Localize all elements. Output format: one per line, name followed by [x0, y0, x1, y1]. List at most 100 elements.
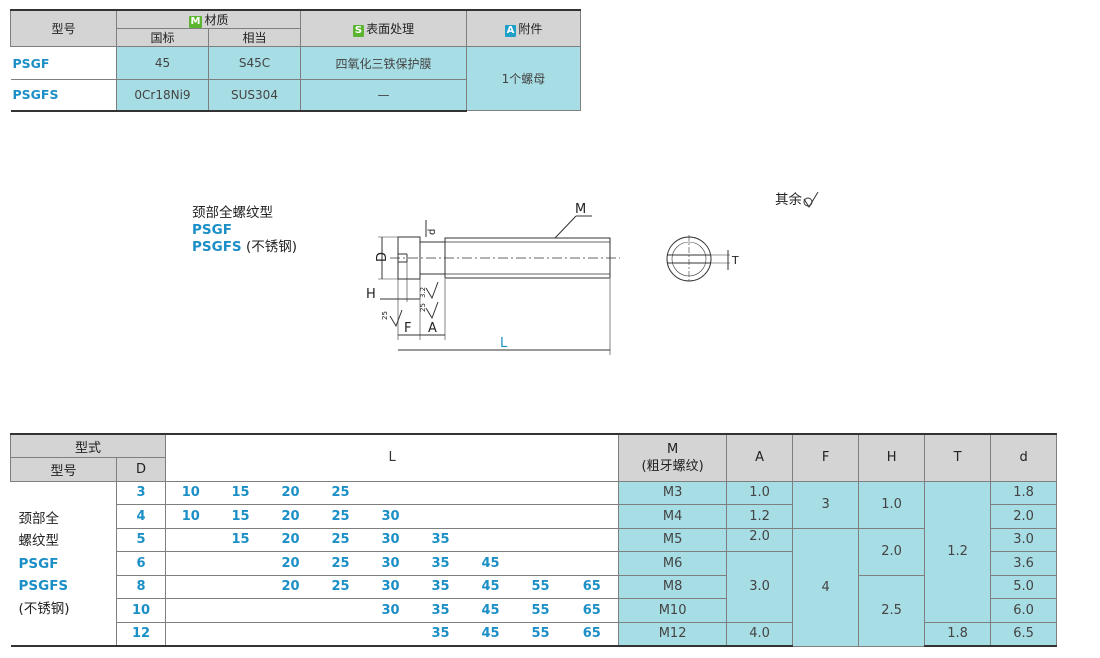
cell-L: 55: [515, 621, 566, 647]
cell-A: 3.0: [726, 551, 794, 623]
cell-L: [315, 598, 366, 623]
cell-L: 55: [515, 598, 566, 623]
cell-L: 20: [265, 551, 316, 576]
cell-L: [265, 621, 316, 647]
cell-L: 25: [315, 480, 366, 505]
header-equivalent: 相当: [208, 28, 301, 47]
cell-L: [465, 527, 516, 552]
cell-d: 3.6: [990, 551, 1058, 576]
cell-D: 5: [115, 527, 167, 552]
cell-d: 6.5: [990, 621, 1058, 647]
cell-D: 10: [115, 598, 167, 623]
header-D: D: [115, 457, 167, 482]
cell-d: 2.0: [990, 504, 1058, 529]
dimension-table: 型式 L M(粗牙螺纹) A F H T d 型号 D 颈部全 螺纹型 PSGF…: [9, 433, 1058, 647]
cell-accessory: 1个螺母: [466, 46, 581, 111]
cell-F: 3: [792, 480, 860, 529]
cell-L: [515, 527, 566, 552]
cell-L: [415, 504, 466, 529]
cell-L: 65: [565, 598, 619, 623]
cell-L: [365, 480, 416, 505]
cell-L: 30: [365, 574, 416, 599]
header-F: F: [792, 433, 860, 482]
label-roughness-25a: 25: [381, 311, 389, 320]
cell-F: 4: [792, 527, 860, 647]
cell-L: 20: [265, 574, 316, 599]
cell-D: 4: [115, 504, 167, 529]
cell-L: [415, 480, 466, 505]
cell-L: 45: [465, 574, 516, 599]
cell-L: 65: [565, 574, 619, 599]
surface-badge-icon: S: [352, 25, 365, 37]
cell-L: [565, 504, 619, 529]
cell-A: 4.0: [726, 621, 794, 647]
cell-L: [465, 504, 516, 529]
header-A: A: [726, 433, 794, 482]
drawing-model-psgfs: PSGFS: [192, 239, 242, 255]
cell-d: 6.0: [990, 598, 1058, 623]
header-H: H: [858, 433, 926, 482]
cell-surface: 四氧化三铁保护膜: [300, 46, 467, 80]
cell-L: [265, 598, 316, 623]
cell-M: M12: [618, 621, 728, 647]
cell-L: [565, 480, 619, 505]
cell-L: 45: [465, 598, 516, 623]
cell-L: [515, 551, 566, 576]
cell-L: 35: [415, 621, 466, 647]
cell-A: 2.0: [726, 527, 794, 552]
cell-H: 2.0: [858, 527, 926, 576]
cell-H: 1.0: [858, 480, 926, 529]
header-L: L: [165, 433, 620, 482]
header-type: 型式: [9, 433, 167, 458]
cell-L: 10: [165, 480, 216, 505]
label-M: M: [575, 202, 586, 217]
cell-L: 25: [315, 551, 366, 576]
cell-L: 55: [515, 574, 566, 599]
cell-L: [165, 598, 216, 623]
cell-L: 25: [315, 504, 366, 529]
label-d: d: [427, 229, 438, 235]
header-model: 型号: [10, 457, 117, 482]
row-model-psgfs: PSGFS: [10, 79, 117, 112]
header-model: 型号: [10, 9, 117, 47]
cell-surface: —: [300, 79, 467, 112]
cell-L: 35: [415, 574, 466, 599]
cell-D: 12: [115, 621, 167, 647]
roughness-note: 其余: [775, 188, 826, 209]
type-name-cell: 颈部全 螺纹型 PSGF PSGFS (不锈钢): [10, 480, 117, 647]
header-M: M(粗牙螺纹): [618, 433, 728, 482]
cell-d: 1.8: [990, 480, 1058, 505]
label-roughness-25b: 25: [419, 303, 427, 312]
cell-M: M4: [618, 504, 728, 529]
label-L: L: [500, 336, 508, 351]
cell-L: 30: [365, 551, 416, 576]
cell-L: 35: [415, 527, 466, 552]
cell-L: [465, 480, 516, 505]
cell-L: [565, 527, 619, 552]
cell-L: [165, 527, 216, 552]
cell-T: 1.2: [924, 480, 992, 623]
cell-A: 1.0: [726, 480, 794, 505]
cell-L: 25: [315, 527, 366, 552]
header-d: d: [990, 433, 1058, 482]
drawing-title-block: 颈部全螺纹型 PSGF PSGFS (不锈钢): [192, 205, 297, 256]
cell-M: M8: [618, 574, 728, 599]
cell-L: [215, 574, 266, 599]
cell-national: 0Cr18Ni9: [116, 79, 209, 112]
cell-M: M3: [618, 480, 728, 505]
cell-L: [215, 621, 266, 647]
label-roughness-32: 3.2: [419, 287, 427, 298]
cell-L: 35: [415, 551, 466, 576]
cell-L: [315, 621, 366, 647]
cell-L: 20: [265, 527, 316, 552]
cell-L: 25: [315, 574, 366, 599]
cell-L: [565, 551, 619, 576]
cell-M: M10: [618, 598, 728, 623]
cell-L: [515, 504, 566, 529]
drawing-title: 颈部全螺纹型: [192, 205, 273, 221]
drawing-model-psgf: PSGF: [192, 222, 232, 238]
cell-L: 35: [415, 598, 466, 623]
